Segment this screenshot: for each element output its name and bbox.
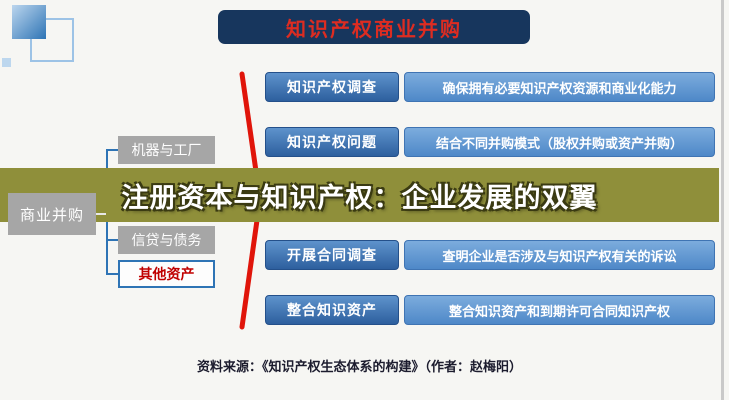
asset-item-other-assets: 其他资产 [118, 260, 215, 288]
decor-square-outline [30, 18, 74, 62]
step-label-ip-investigation: 知识产权调查 [265, 72, 399, 102]
decor-square-gradient [12, 5, 46, 39]
asset-item-machinery: 机器与工厂 [118, 136, 215, 164]
root-node-ma: 商业并购 [8, 193, 96, 235]
step-desc-ip-issues: 结合不同并购模式（股权并购或资产并购） [404, 127, 715, 157]
step-label-ip-issues: 知识产权问题 [265, 127, 399, 157]
overlay-banner: 注册资本与知识产权：企业发展的双翼 [0, 168, 719, 222]
main-title: 知识产权商业并购 [218, 10, 530, 44]
right-border-line [721, 0, 724, 400]
step-desc-contract-review: 查明企业是否涉及与知识产权有关的诉讼 [404, 240, 715, 270]
step-desc-integrate-assets: 整合知识资产和到期许可合同知识产权 [404, 295, 715, 325]
source-caption: 资料来源：《知识产权生态体系的构建》（作者：赵梅阳） [196, 359, 522, 374]
overlay-title: 注册资本与知识产权：企业发展的双翼 [121, 182, 598, 213]
step-desc-ip-investigation: 确保拥有必要知识产权资源和商业化能力 [404, 72, 715, 102]
bracket-stub-bottom [106, 273, 118, 275]
decor-square-small [2, 58, 11, 67]
asset-item-credit-debt: 信贷与债务 [118, 226, 215, 254]
bracket-stub-top [106, 149, 118, 151]
root-connector-line [96, 213, 106, 215]
step-label-integrate-assets: 整合知识资产 [265, 295, 399, 325]
step-label-contract-review: 开展合同调查 [265, 240, 399, 270]
bracket-stub-mid [106, 239, 118, 241]
